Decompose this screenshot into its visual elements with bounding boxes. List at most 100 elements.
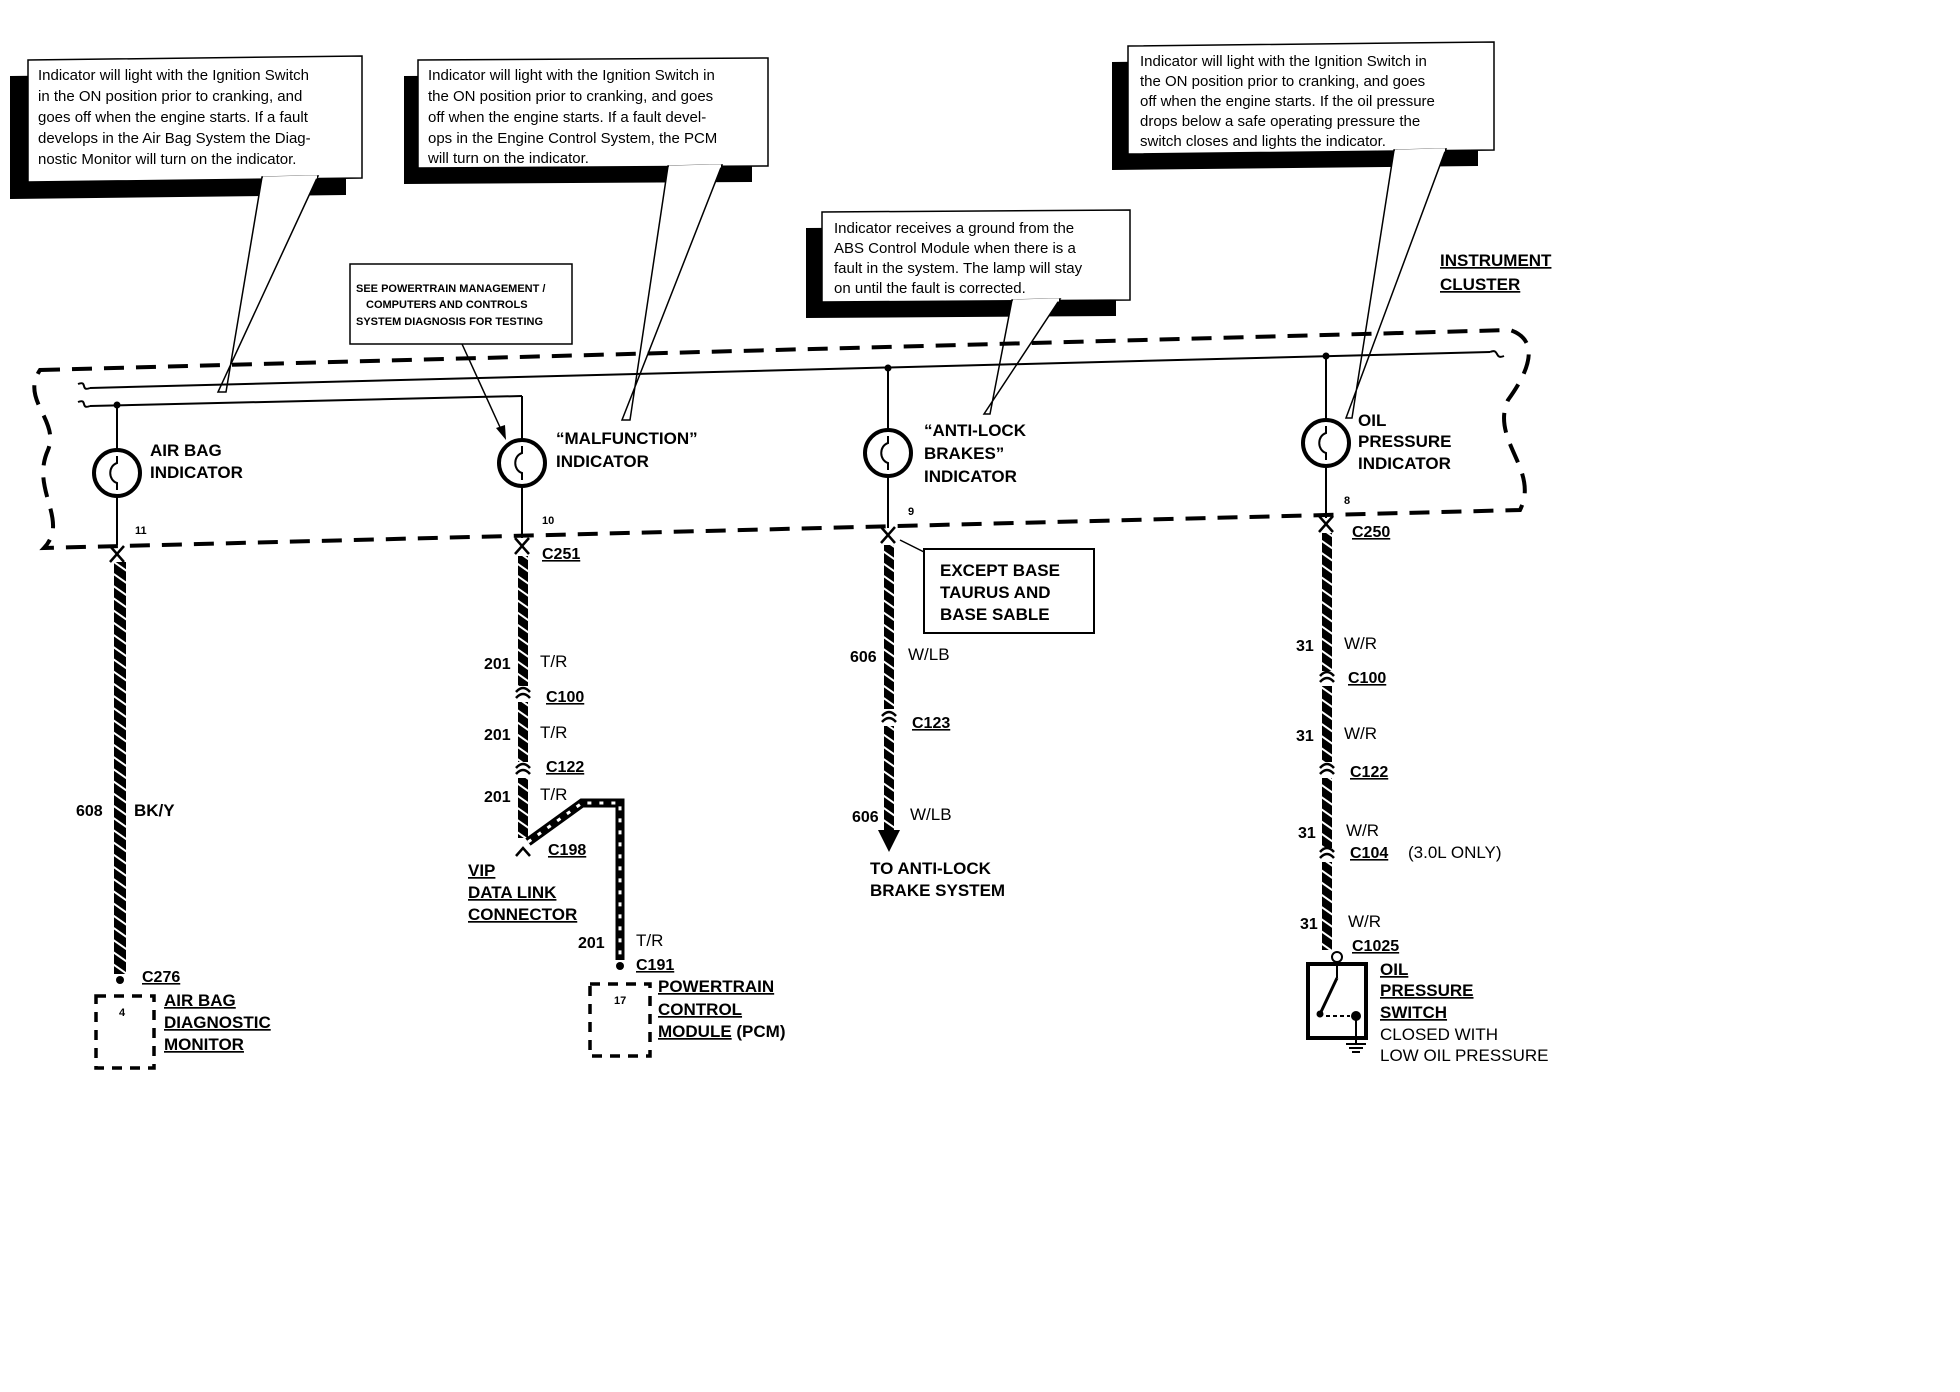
abs-indicator-bulb [863,428,913,528]
malfunction-seg1-color: T/R [540,652,567,671]
malfunction-pin-number: 10 [542,515,554,527]
malfunction-seg1-number: 201 [484,656,511,673]
oil-switch-line-1: OIL [1380,960,1408,979]
instrument-cluster-line-2: CLUSTER [1440,275,1520,294]
oil-pin-number: 8 [1344,495,1350,507]
airbag-indicator-bulb [92,448,142,545]
instrument-cluster-outline [32,327,1531,551]
malfunction-seg4-number: 201 [578,935,605,952]
vip-line-3: CONNECTOR [468,905,577,924]
pcm-line-3-suffix: (PCM) [732,1022,786,1041]
abs-callout-line-3: fault in the system. The lamp will stay [834,260,1083,277]
abs-destination-arrow [878,830,900,852]
airbag-monitor-line-3: MONITOR [164,1035,244,1054]
vip-line-2: DATA LINK [468,883,557,902]
oil-indicator-line-3: INDICATOR [1358,454,1451,473]
pcm-line-3: MODULE (PCM) [658,1022,786,1041]
abs-callout-line-1: Indicator receives a ground from the [834,220,1074,237]
airbag-callout-line-5: nostic Monitor will turn on the indicato… [38,151,296,168]
malfunction-callout-line-3: off when the engine starts. If a fault d… [428,109,706,126]
c122-connector-label-left: C122 [546,759,584,776]
oil-seg1-color: W/R [1344,634,1377,653]
malfunction-callout: Indicator will light with the Ignition S… [404,57,769,421]
pcm-line-3-module: MODULE [658,1022,732,1041]
airbag-monitor-line-1: AIR BAG [164,991,236,1010]
abs-callout-line-2: ABS Control Module when there is a [834,240,1076,257]
pcm-line-2: CONTROL [658,1000,742,1019]
vip-line-1: VIP [468,861,495,880]
c104-connector-label: C104 [1350,845,1388,862]
c123-connector-label: C123 [912,715,950,732]
oil-seg2-color: W/R [1344,724,1377,743]
abs-circuit: EXCEPT BASE TAURUS AND BASE SABLE 606 W/… [850,539,1095,900]
oil-switch-note-1: CLOSED WITH [1380,1025,1498,1044]
airbag-callout-line-4: develops in the Air Bag System the Diag- [38,130,311,147]
abs-indicator-line-2: BRAKES” [924,444,1004,463]
malfunction-indicator-line-1: “MALFUNCTION” [556,429,698,448]
oil-circuit: C250 31 W/R C100 31 W/R C122 31 W/R C104… [1296,524,1548,1065]
except-base-note: EXCEPT BASE TAURUS AND BASE SABLE [923,548,1095,634]
airbag-callout-line-3: goes off when the engine starts. If a fa… [38,109,309,126]
c251-connector-label: C251 [542,546,580,563]
airbag-indicator-line-1: AIR BAG [150,441,222,460]
powertrain-note: SEE POWERTRAIN MANAGEMENT / COMPUTERS AN… [349,263,573,440]
pcm-line-1: POWERTRAIN [658,977,774,996]
oil-callout: Indicator will light with the Ignition S… [1112,41,1495,419]
abs-indicator-line-1: “ANTI-LOCK [924,421,1027,440]
c1025-connector-label: C1025 [1352,938,1399,955]
abs-destination-line-2: BRAKE SYSTEM [870,881,1005,900]
oil-seg1-number: 31 [1296,638,1314,655]
c100-connector-label-left: C100 [546,689,584,706]
pcm-pin: 17 [614,995,626,1007]
malfunction-callout-line-2: the ON position prior to cranking, and g… [428,88,713,105]
c276-connector-label: C276 [142,969,180,986]
oil-seg4-color: W/R [1348,912,1381,931]
power-bus [77,350,1505,450]
airbag-monitor-line-2: DIAGNOSTIC [164,1013,271,1032]
abs-callout-line-4: on until the fault is corrected. [834,280,1026,297]
wiring-diagram: Indicator will light with the Ignition S… [10,41,1552,1070]
malfunction-indicator-line-2: INDICATOR [556,452,649,471]
c104-note: (3.0L ONLY) [1408,843,1502,862]
oil-indicator-line-1: OIL [1358,411,1386,430]
oil-indicator-bulb [1301,418,1351,518]
oil-switch-note-2: LOW OIL PRESSURE [1380,1046,1548,1065]
oil-callout-line-2: the ON position prior to cranking, and g… [1140,73,1425,90]
abs-indicator-line-3: INDICATOR [924,467,1017,486]
powertrain-note-line-2: COMPUTERS AND CONTROLS [366,299,528,311]
malfunction-callout-line-4: ops in the Engine Control System, the PC… [428,130,717,147]
airbag-monitor-pin: 4 [119,1007,126,1019]
airbag-wire-number: 608 [76,803,103,820]
abs-seg1-color: W/LB [908,645,950,664]
airbag-callout-line-1: Indicator will light with the Ignition S… [38,67,309,84]
malfunction-indicator-bulb [497,438,547,538]
malfunction-seg3-color: T/R [540,785,567,804]
c198-connector-label: C198 [548,842,586,859]
airbag-indicator-line-2: INDICATOR [150,463,243,482]
malfunction-callout-line-5: will turn on the indicator. [427,150,589,167]
abs-seg1-number: 606 [850,649,877,666]
oil-callout-line-4: drops below a safe operating pressure th… [1140,113,1420,130]
abs-pin-number: 9 [908,506,914,518]
airbag-callout-line-2: in the ON position prior to cranking, an… [38,88,302,105]
abs-callout: Indicator receives a ground from the ABS… [806,209,1131,415]
oil-seg2-number: 31 [1296,728,1314,745]
oil-seg4-number: 31 [1300,916,1318,933]
malfunction-seg2-color: T/R [540,723,567,742]
malfunction-seg3-number: 201 [484,789,511,806]
ground-icon [1346,1043,1366,1053]
instrument-cluster-label: INSTRUMENT CLUSTER [1440,251,1552,294]
instrument-cluster-line-1: INSTRUMENT [1440,251,1552,270]
except-base-line-1: EXCEPT BASE [940,561,1060,580]
oil-indicator-line-2: PRESSURE [1358,432,1452,451]
airbag-wire-color: BK/Y [134,801,175,820]
c100-connector-label-right: C100 [1348,670,1386,687]
powertrain-note-line-3: SYSTEM DIAGNOSIS FOR TESTING [356,316,543,328]
oil-seg3-color: W/R [1346,821,1379,840]
airbag-pin-number: 11 [135,525,147,537]
oil-seg3-number: 31 [1298,825,1316,842]
airbag-circuit: 608 BK/Y C276 4 AIR BAG DIAGNOSTIC MONIT… [76,562,271,1070]
pcm-box [588,982,652,1058]
malfunction-seg4-color: T/R [636,931,663,950]
except-base-line-2: TAURUS AND [940,583,1051,602]
